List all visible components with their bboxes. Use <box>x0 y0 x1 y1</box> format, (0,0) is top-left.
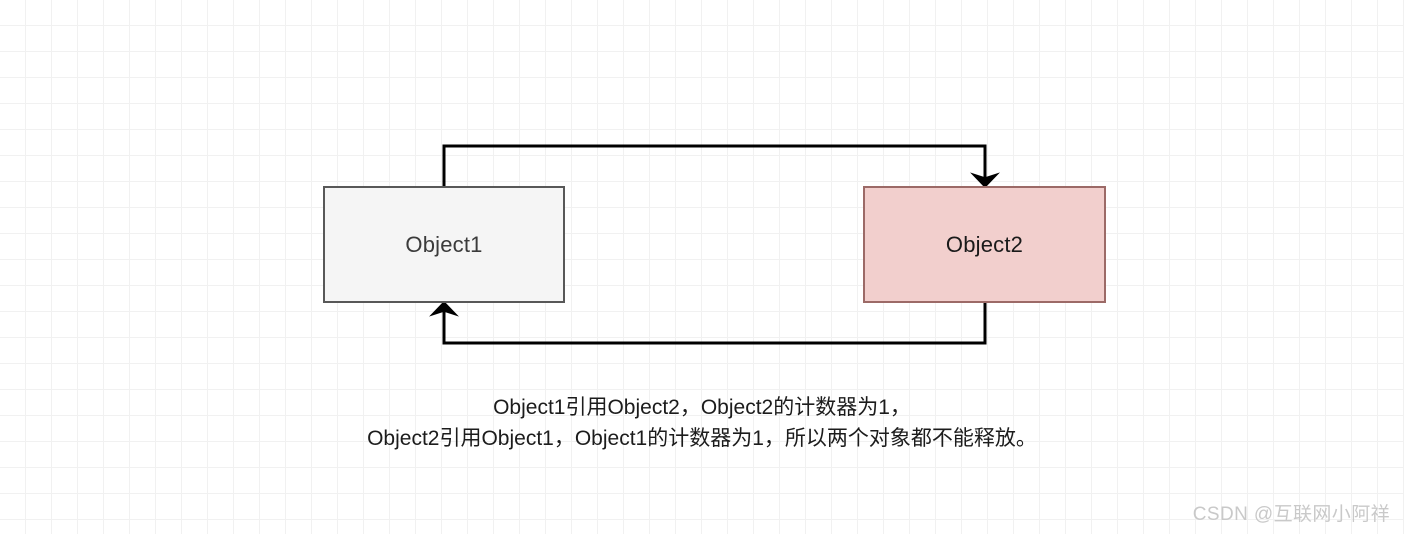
caption-line-1: Object1引用Object2，Object2的计数器为1， <box>493 396 911 419</box>
node-object2[interactable]: Object2 <box>863 186 1106 303</box>
diagram-caption: Object1引用Object2，Object2的计数器为1， Object2引… <box>0 392 1404 454</box>
edge-object2-to-object1 <box>429 300 987 345</box>
watermark-text: CSDN @互联网小阿祥 <box>1192 504 1390 525</box>
node-object1[interactable]: Object1 <box>323 186 565 303</box>
edge-object1-to-object2 <box>442 144 1000 189</box>
caption-line-2: Object2引用Object1，Object1的计数器为1，所以两个对象都不能… <box>367 427 1037 450</box>
node-object2-label: Object2 <box>945 231 1024 257</box>
node-object1-label: Object1 <box>405 231 483 257</box>
